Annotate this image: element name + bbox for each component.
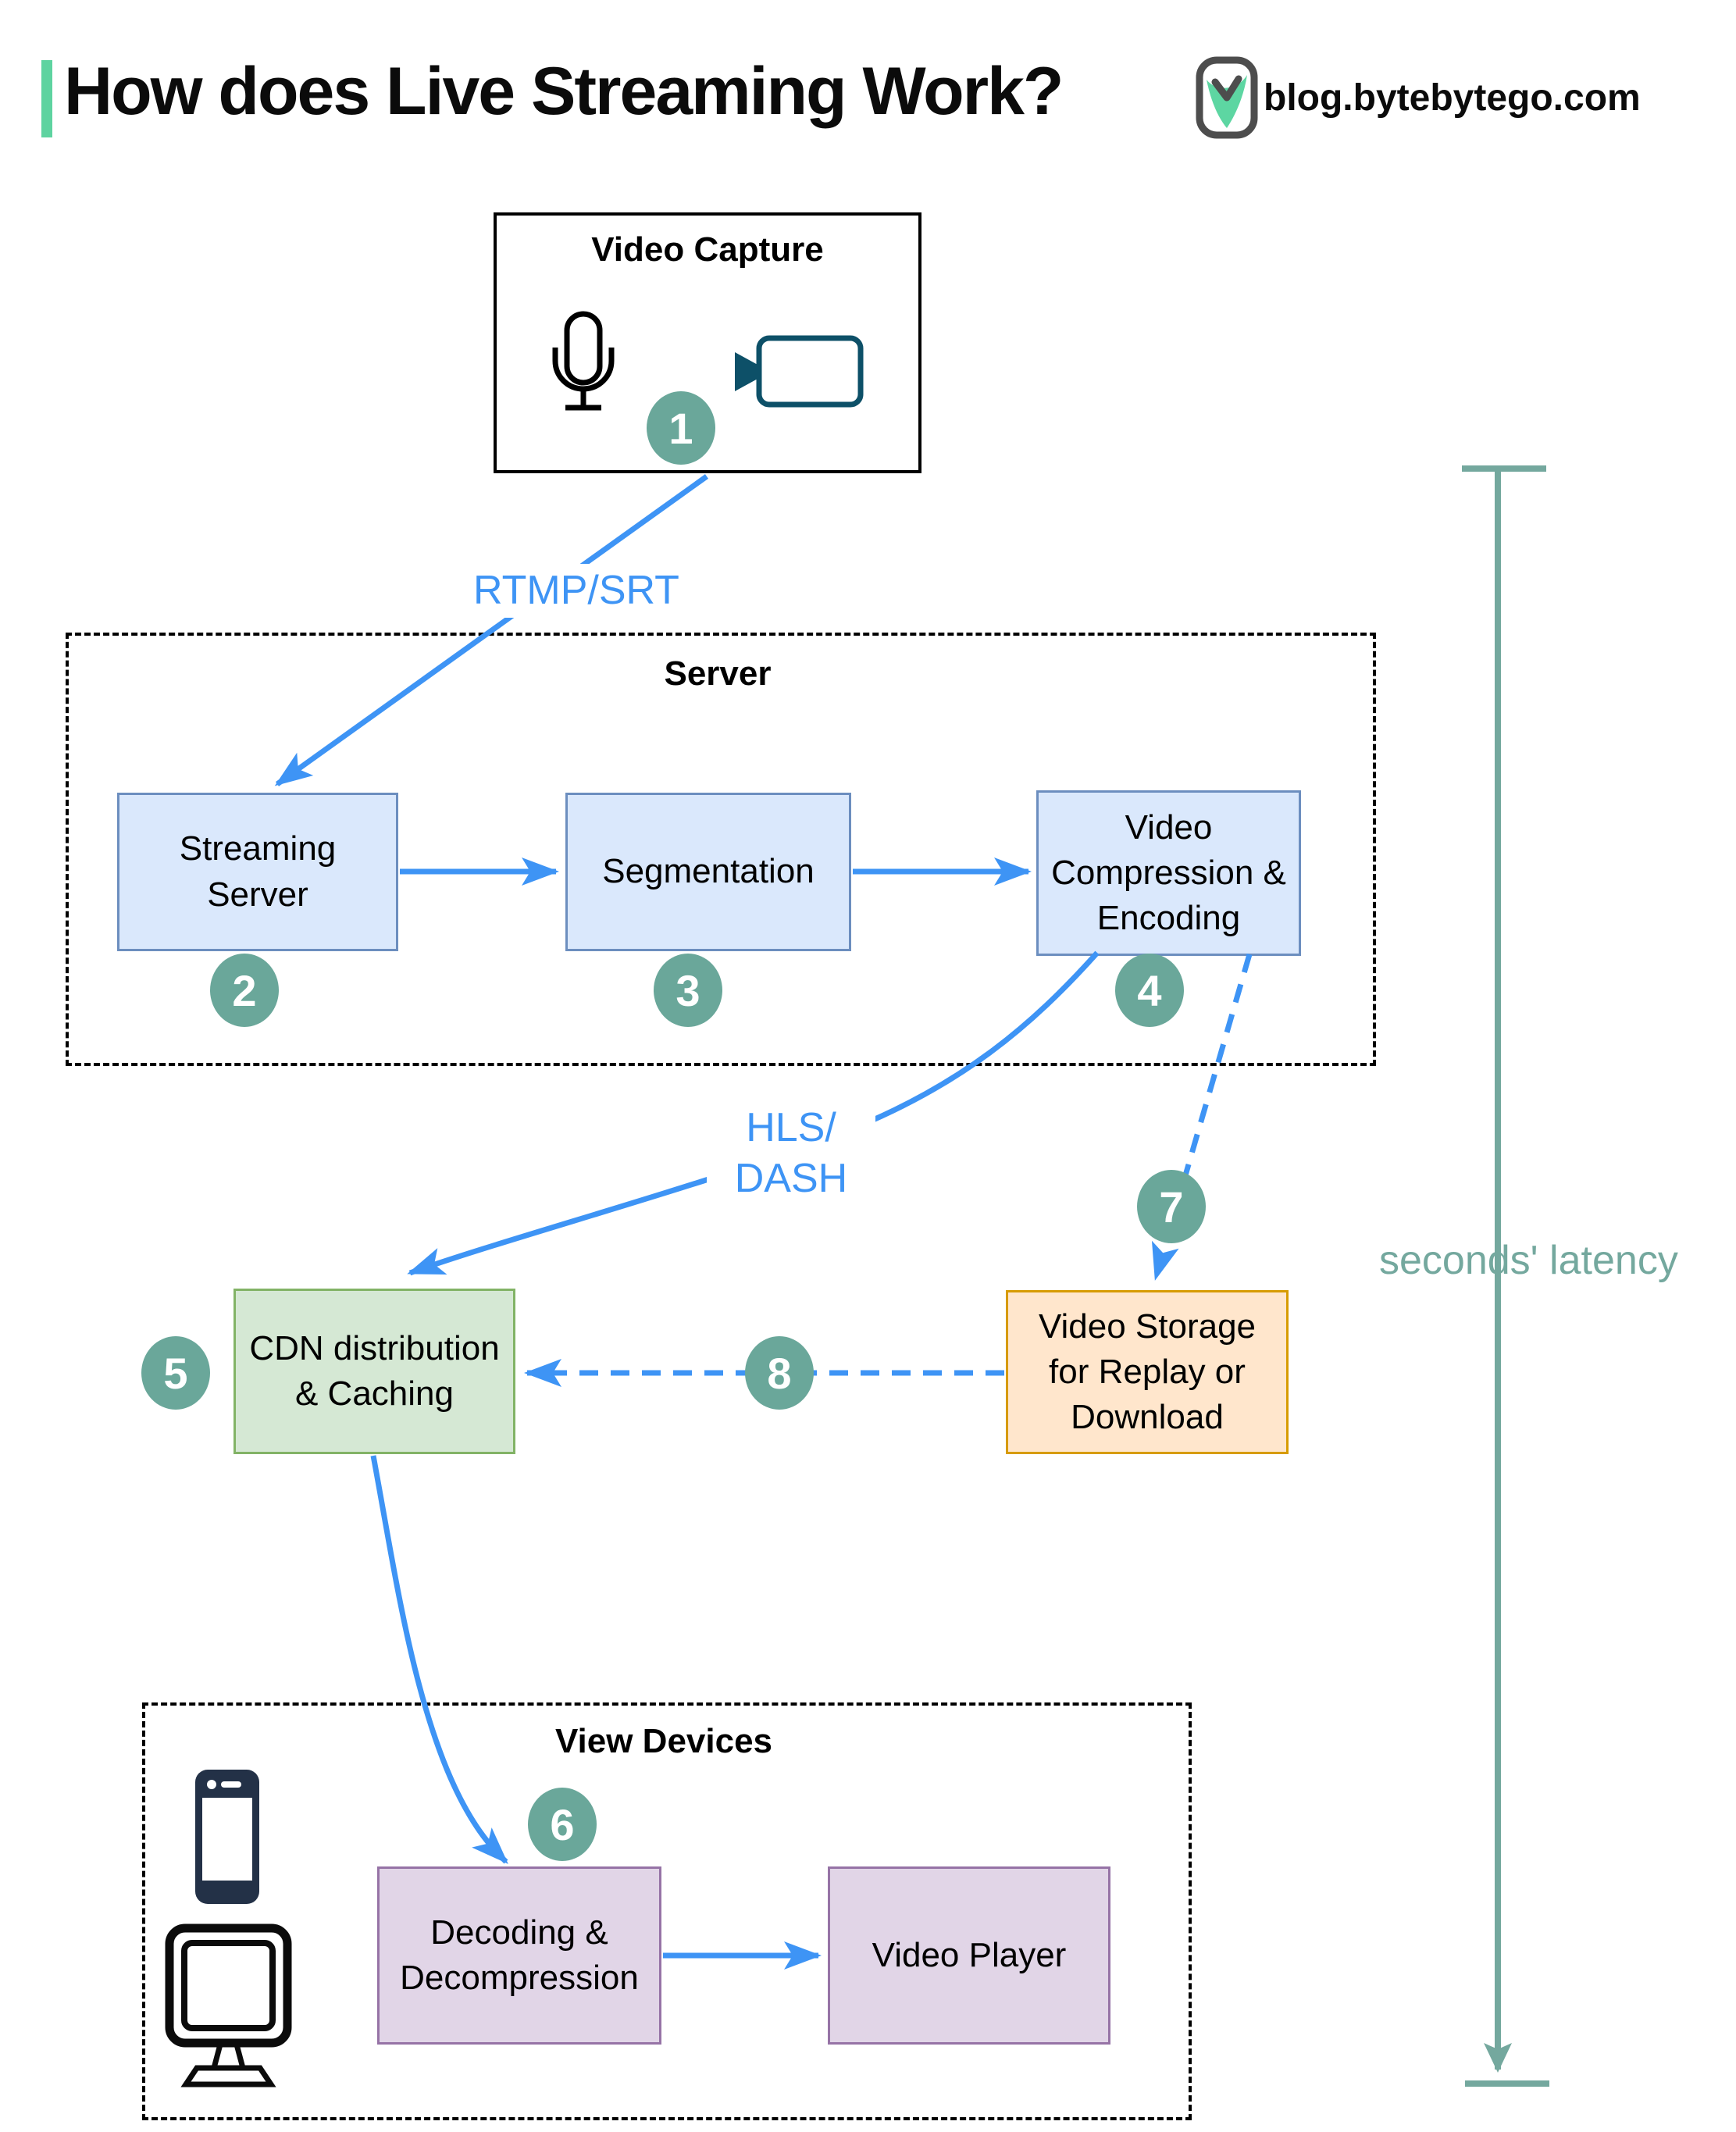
video-compression-node: Video Compression & Encoding	[1036, 790, 1301, 956]
step-2-badge: 2	[210, 954, 279, 1027]
microphone-icon	[551, 311, 616, 417]
step-5-badge: 5	[141, 1336, 210, 1410]
hls-dash-label: HLS/ DASH	[707, 1101, 875, 1206]
bytebytego-logo	[1195, 56, 1259, 139]
streaming-server-node: Streaming Server	[117, 793, 398, 951]
segmentation-node: Segmentation	[565, 793, 851, 951]
title-accent-bar	[41, 60, 52, 137]
step-3-badge: 3	[654, 954, 722, 1027]
video-player-node: Video Player	[828, 1866, 1110, 2045]
step-8-badge: 8	[745, 1336, 814, 1410]
smartphone-icon	[192, 1767, 262, 1907]
latency-label: seconds' latency	[1379, 1238, 1678, 1283]
step-1-badge: 1	[647, 391, 715, 465]
view-devices-group-box	[142, 1702, 1192, 2120]
video-capture-title: Video Capture	[591, 230, 824, 269]
page-title: How does Live Streaming Work?	[64, 54, 1064, 129]
rtmp-srt-label: RTMP/SRT	[467, 564, 686, 618]
site-url: blog.bytebytego.com	[1264, 77, 1641, 119]
view-devices-title: View Devices	[554, 1722, 773, 1760]
video-storage-node: Video Storage for Replay or Download	[1006, 1290, 1289, 1454]
video-camera-icon	[730, 334, 867, 408]
step-6-badge: 6	[528, 1788, 597, 1861]
step-4-badge: 4	[1115, 954, 1184, 1027]
step-7-badge: 7	[1137, 1170, 1206, 1243]
cdn-node: CDN distribution & Caching	[233, 1289, 515, 1454]
server-group-title: Server	[664, 654, 772, 693]
monitor-icon	[164, 1923, 293, 2098]
decoding-node: Decoding & Decompression	[377, 1866, 661, 2045]
